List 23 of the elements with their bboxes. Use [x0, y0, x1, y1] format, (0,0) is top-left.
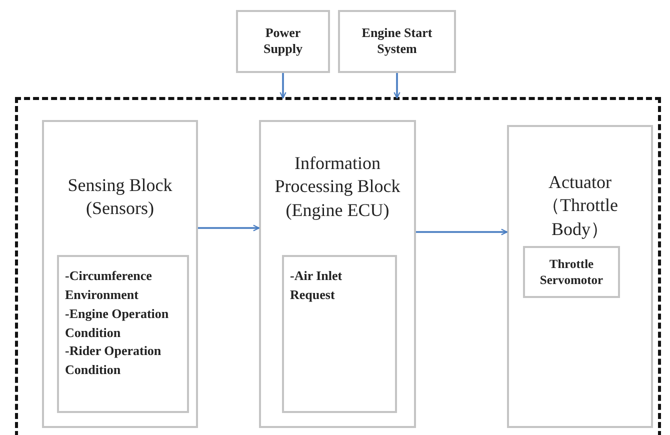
block-title: Sensing Block (Sensors) [66, 174, 174, 220]
arrow [394, 73, 400, 99]
arrow [416, 228, 508, 236]
block-box [507, 125, 653, 428]
box-label: Engine Start System [360, 25, 434, 58]
list-item: -Circumference Environment [65, 267, 153, 304]
detail-box [523, 246, 620, 298]
block-title: Information Processing Block (Engine ECU) [274, 152, 402, 222]
list-item: -Air Inlet Request [290, 267, 344, 304]
block-box [259, 120, 416, 428]
box-label: Power Supply [262, 25, 304, 58]
dashed-system-boundary [15, 97, 661, 435]
detail-box [282, 255, 397, 413]
list-item: -Rider Operation Condition [65, 342, 162, 380]
list-item: -Engine Operation Condition [65, 304, 170, 342]
arrow [198, 224, 260, 232]
block-title: Actuator （Throttle Body） [541, 171, 619, 241]
input-box [236, 10, 330, 73]
input-box [338, 10, 456, 73]
box-label: Throttle Servomotor [538, 256, 604, 288]
block-box [42, 120, 198, 428]
arrow [280, 73, 286, 99]
detail-box [57, 255, 189, 413]
